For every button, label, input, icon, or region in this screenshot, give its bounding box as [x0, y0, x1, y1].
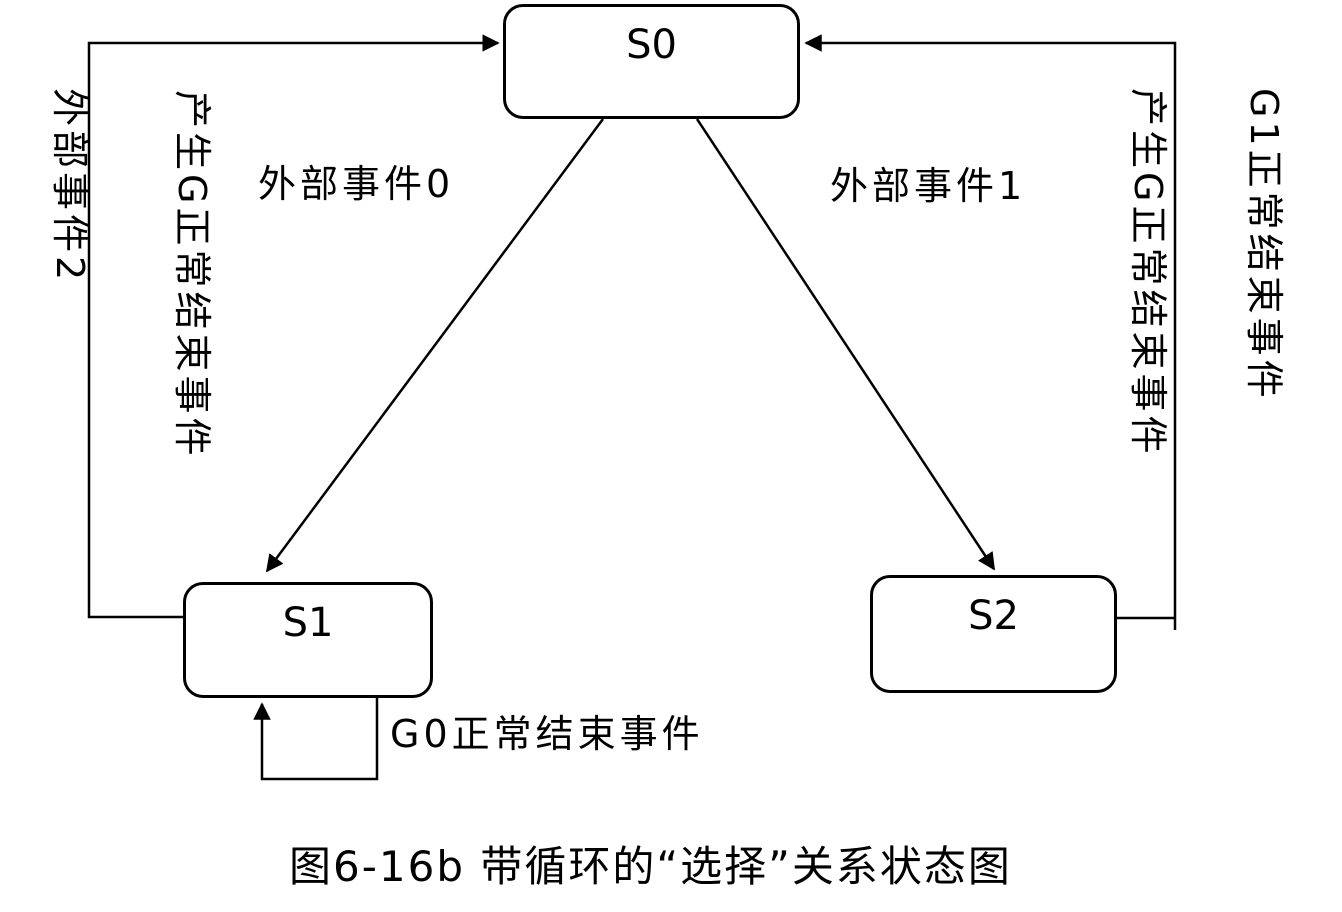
state-node-s0: S0 — [503, 4, 800, 119]
edge-label-produce-g-normal-end-left: 产生G正常结束事件 — [170, 90, 214, 460]
edge-label-external-event-2: 外部事件2 — [48, 88, 92, 285]
edge-s2-to-s0 — [804, 34, 1177, 630]
edge-label-external-event-0: 外部事件0 — [258, 162, 455, 206]
edge-s0-to-s1 — [265, 118, 605, 573]
state-node-s2-label: S2 — [968, 593, 1019, 639]
edge-s0-to-s2 — [695, 118, 996, 571]
edge-s1-self-loop — [253, 698, 379, 781]
edge-label-g0-normal-end: G0正常结束事件 — [390, 712, 704, 756]
edge-label-produce-g-normal-end-right: 产生G正常结束事件 — [1126, 88, 1170, 458]
figure-caption: 图6-16b 带循环的“选择”关系状态图 — [289, 842, 1012, 891]
state-node-s2: S2 — [870, 575, 1117, 693]
edge-s1-to-s0 — [87, 34, 500, 619]
state-node-s1: S1 — [183, 582, 433, 698]
edge-label-external-event-1: 外部事件1 — [830, 164, 1027, 208]
state-node-s0-label: S0 — [626, 22, 677, 68]
state-node-s1-label: S1 — [282, 600, 334, 646]
edge-label-g1-normal-end: G1正常结束事件 — [1242, 88, 1286, 402]
